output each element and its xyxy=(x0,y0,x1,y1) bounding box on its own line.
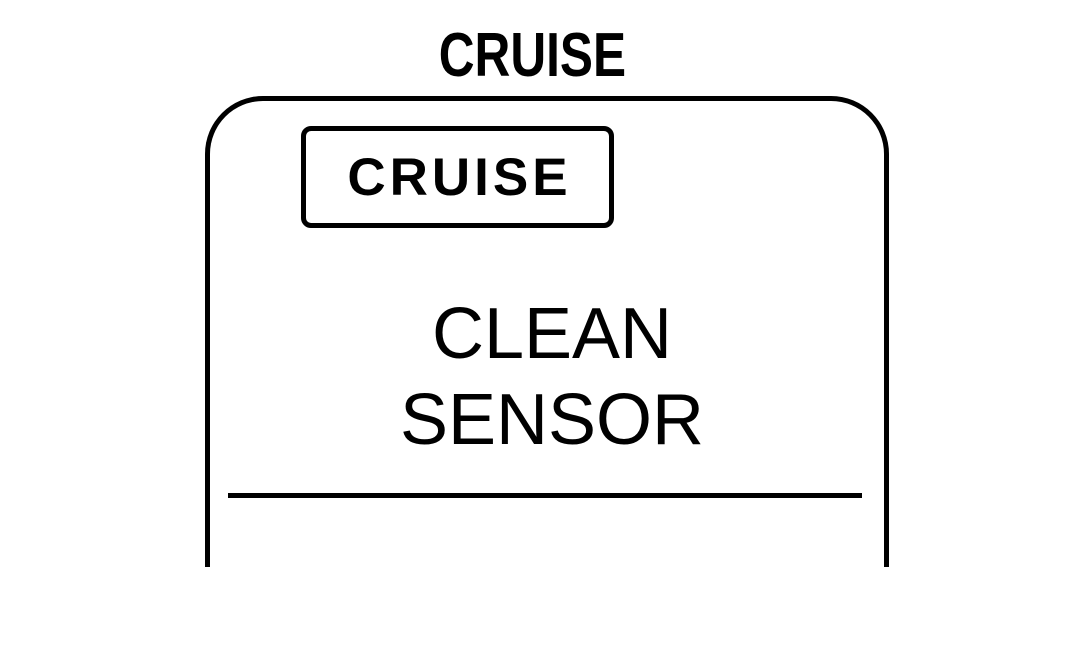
display-separator-rule xyxy=(228,493,862,498)
cruise-indicator-label: CRUISE xyxy=(347,147,572,207)
instrument-cluster-display-panel: CRUISE CLEAN SENSOR xyxy=(205,96,889,567)
cruise-indicator-box: CRUISE xyxy=(301,126,614,228)
message-line-2: SENSOR xyxy=(399,380,705,460)
message-line-1: CLEAN xyxy=(431,294,673,374)
display-message-block: CLEAN SENSOR xyxy=(210,291,889,463)
figure-title: CRUISE xyxy=(438,21,627,90)
